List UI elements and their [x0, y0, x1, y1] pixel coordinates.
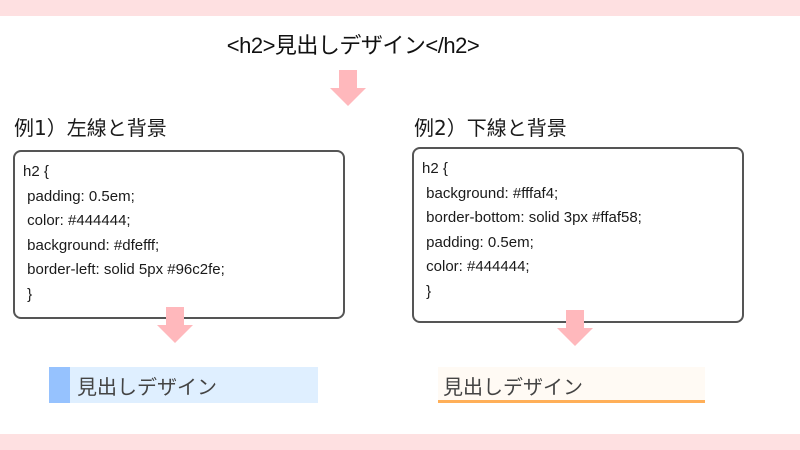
code-line: } [23, 285, 33, 303]
code-line: border-bottom: solid 3px #ffaf58; [422, 209, 642, 226]
example-2-heading-preview: 見出しデザイン [438, 367, 705, 403]
example-1-title: 例1）左線と背景 [14, 116, 167, 140]
code-line: padding: 0.5em; [422, 233, 534, 251]
code-line: color: #444444; [23, 212, 131, 229]
example-1-code-box: h2 { padding: 0.5em; color: #444444; bac… [13, 150, 345, 319]
example-1-heading-preview: 見出しデザイン [49, 367, 318, 403]
example-2-title: 例2）下線と背景 [414, 116, 567, 140]
bottom-decorative-band [0, 434, 800, 450]
arrow-down-icon [557, 310, 593, 350]
code-line: padding: 0.5em; [23, 187, 135, 205]
page-title: <h2>見出しデザイン</h2> [226, 33, 480, 58]
code-line: h2 { [422, 160, 448, 177]
code-line: color: #444444; [422, 258, 530, 275]
code-line: border-left: solid 5px #96c2fe; [23, 261, 225, 278]
top-decorative-band [0, 0, 800, 16]
arrow-down-icon [330, 70, 366, 110]
code-line: background: #fffaf4; [422, 184, 559, 202]
code-line: h2 { [23, 163, 49, 180]
code-line: background: #dfefff; [23, 236, 160, 254]
example-2-code-box: h2 { background: #fffaf4; border-bottom:… [412, 147, 744, 323]
arrow-down-icon [157, 307, 193, 347]
code-line: } [422, 282, 432, 300]
